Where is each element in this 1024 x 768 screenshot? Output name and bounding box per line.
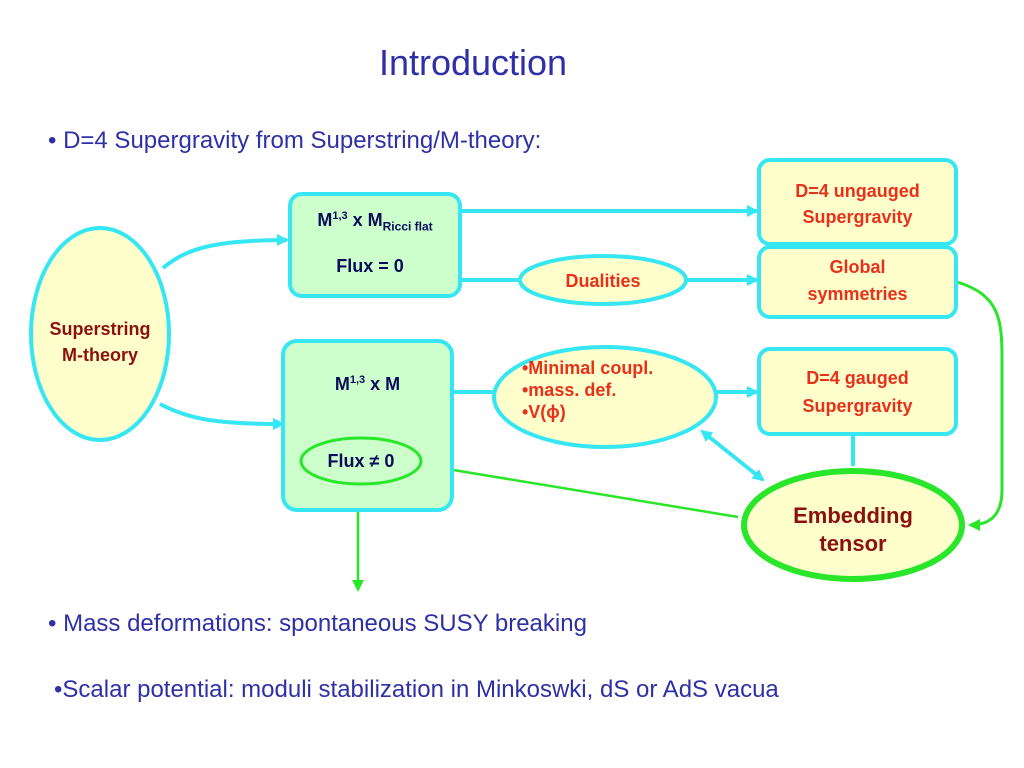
- global-line1: Global: [829, 257, 886, 277]
- gauged-label: D=4 gauged Supergravity: [759, 364, 956, 420]
- gauged-line2: Supergravity: [802, 396, 913, 416]
- superstring-label: Superstring M-theory: [31, 316, 169, 368]
- coupl-line3: •V(ϕ): [522, 402, 566, 422]
- gauged-line1: D=4 gauged: [806, 368, 909, 388]
- superstring-line1: Superstring: [49, 319, 151, 339]
- global-line2: symmetries: [807, 284, 908, 304]
- page-title: Introduction: [378, 42, 568, 83]
- arrow-embedding-to-flux: [421, 460, 739, 519]
- flux-zero-label: Flux = 0: [336, 256, 404, 276]
- ungauged-line2: Supergravity: [802, 207, 913, 227]
- box-flux-nonzero: [281, 339, 454, 512]
- embedding-label: Embedding tensor: [744, 502, 962, 558]
- ungauged-label: D=4 ungauged Supergravity: [759, 178, 956, 230]
- superstring-node: [29, 226, 171, 442]
- arrow-superstring-to-ricci: [161, 234, 289, 270]
- bullet-supergravity-origin: • D=4 Supergravity from Superstring/M-th…: [48, 127, 542, 154]
- box-ricci-flat: [288, 192, 462, 298]
- flux-box-formula: M1,3 x M: [334, 374, 401, 394]
- box-gauged: [757, 347, 958, 436]
- coupl-node: [492, 345, 718, 449]
- bullet-mass-deformations: • Mass deformations: spontaneous SUSY br…: [48, 610, 587, 637]
- coupl-label: •Minimal coupl. •mass. def. •V(ϕ): [522, 357, 653, 423]
- box-global-symmetries: [757, 245, 958, 319]
- bullet-scalar-potential: •Scalar potential: moduli stabilization …: [54, 676, 779, 703]
- global-symmetries-label: Global symmetries: [759, 254, 956, 308]
- arrow-global-to-embedding: [956, 280, 1004, 531]
- box-ungauged: [757, 158, 958, 246]
- arrow-coupl-embedding: [700, 429, 765, 482]
- dualities-node: [518, 254, 688, 306]
- embedding-line2: tensor: [819, 531, 887, 556]
- arrow-superstring-to-flux: [159, 402, 285, 430]
- ricci-formula: M1,3 x MRicci flat: [317, 210, 433, 234]
- embedding-node: [741, 468, 965, 582]
- coupl-line1: •Minimal coupl.: [522, 358, 654, 378]
- flux-nonzero-ellipse: [299, 436, 423, 486]
- embedding-line1: Embedding: [793, 503, 913, 528]
- ungauged-line1: D=4 ungauged: [795, 181, 920, 201]
- coupl-line2: •mass. def.: [522, 380, 617, 400]
- dualities-label: Dualities: [565, 271, 641, 291]
- flux-nonzero-label: Flux ≠ 0: [327, 451, 395, 471]
- superstring-line2: M-theory: [62, 345, 138, 365]
